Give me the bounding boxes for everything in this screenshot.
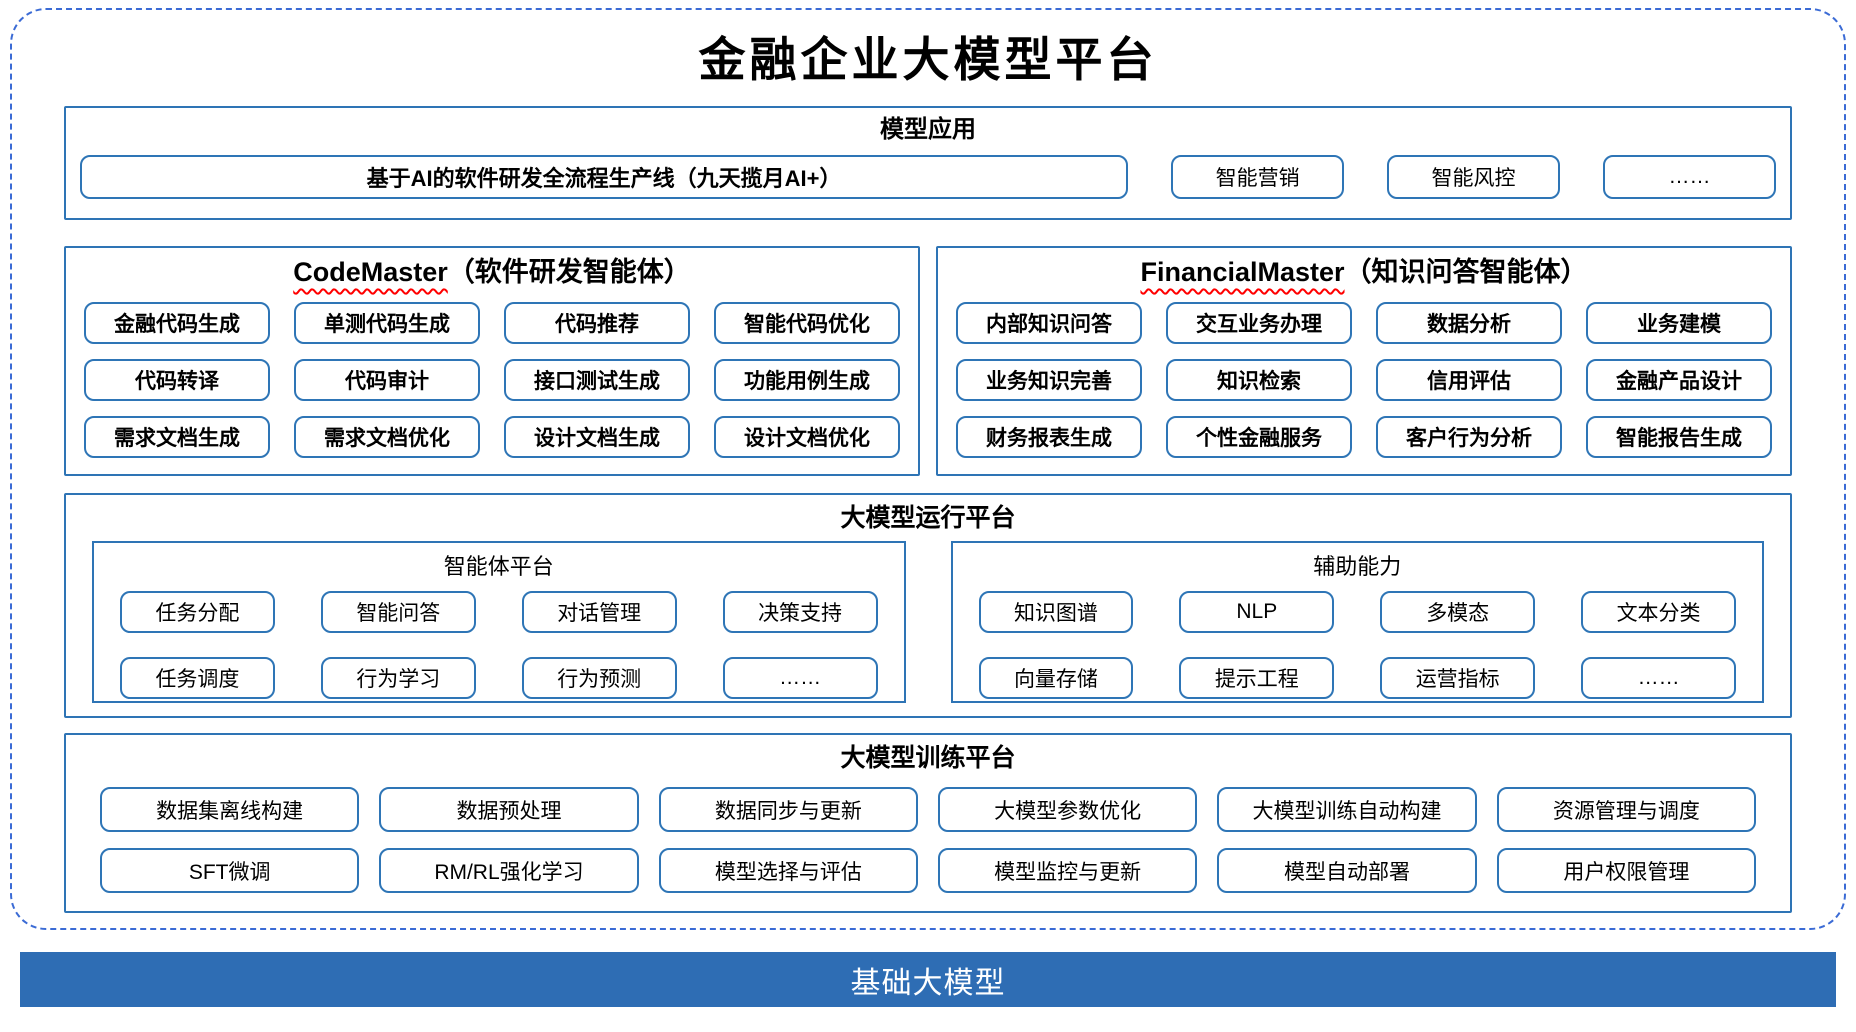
training-box: 模型监控与更新 [938, 848, 1198, 894]
capability-box: 代码推荐 [504, 301, 690, 344]
model-applications-header: 模型应用 [880, 116, 976, 144]
section-runtime-platform: 大模型运行平台 智能体平台 任务分配 智能问答 对话管理 决策支持任务调度 行为学习 行为… [64, 493, 1792, 719]
training-grid: 数据集离线构建数据预处理数据同步与更新大模型参数优化大模型训练自动构建资源管理与… [88, 787, 1768, 894]
runtime-platform-header: 大模型运行平台 [840, 504, 1016, 533]
capability-box: 业务建模 [1586, 301, 1772, 344]
codemaster-title: CodeMaster（软件研发智能体） [78, 248, 906, 290]
feature-box: 对话管理 [521, 591, 677, 634]
training-box: 数据同步与更新 [658, 787, 918, 833]
section-codemaster: CodeMaster（软件研发智能体） 金融代码生成单测代码生成代码推荐智能代码… [64, 246, 920, 477]
training-box: 模型自动部署 [1217, 848, 1477, 894]
capability-box: 财务报表生成 [956, 415, 1142, 458]
training-box: 数据预处理 [379, 787, 639, 833]
foundation-model-bar: 基础大模型 [20, 952, 1836, 1007]
training-platform-header: 大模型训练平台 [840, 744, 1016, 773]
section-model-applications: 模型应用 基于AI的软件研发全流程生产线（九天揽月AI+） 智能营销智能风控 …… [64, 106, 1792, 221]
feature-box: 向量存储 [978, 657, 1134, 700]
training-box: 大模型训练自动构建 [1217, 787, 1477, 833]
application-box: 智能风控 [1387, 154, 1561, 199]
feature-box: 文本分类 [1581, 591, 1736, 634]
agent-platform-title: 智能体平台 [443, 554, 554, 580]
capability-box: 业务知识完善 [956, 358, 1142, 401]
aux-ability-panel: 辅助能力 知识图谱 NLP 多模态 文本分类向量存储 提示工程 运营指标 …… [950, 541, 1764, 704]
training-box: 数据集离线构建 [100, 787, 360, 833]
capability-box: 设计文档生成 [504, 415, 690, 458]
capability-box: 智能报告生成 [1586, 415, 1772, 458]
capability-box: 功能用例生成 [714, 358, 900, 401]
model-applications-row: 基于AI的软件研发全流程生产线（九天揽月AI+） 智能营销智能风控 …… [80, 154, 1776, 199]
feature-box: 任务分配 [120, 591, 275, 634]
feature-box: 运营指标 [1380, 657, 1536, 700]
capability-box: 交互业务办理 [1166, 301, 1352, 344]
agent-platform-grid: 任务分配 智能问答 对话管理 决策支持任务调度 行为学习 行为预测 …… [116, 591, 882, 700]
feature-box: 提示工程 [1179, 657, 1335, 700]
foundation-model-label: 基础大模型 [850, 966, 1006, 1000]
capability-box: 信用评估 [1376, 358, 1562, 401]
capability-box: 金融代码生成 [84, 301, 270, 344]
financialmaster-capabilities-grid: 内部知识问答交互业务办理数据分析业务建模业务知识完善知识检索信用评估金融产品设计… [950, 301, 1778, 458]
feature-box: 决策支持 [722, 591, 878, 634]
capability-box: 接口测试生成 [504, 358, 690, 401]
capability-box: 设计文档优化 [714, 415, 900, 458]
capability-box: 金融产品设计 [1586, 358, 1772, 401]
financialmaster-title-zh: （知识问答智能体） [1344, 257, 1588, 288]
aux-ability-title: 辅助能力 [1313, 554, 1402, 580]
capability-box: 单测代码生成 [294, 301, 480, 344]
training-box: 资源管理与调度 [1496, 787, 1756, 833]
feature-box: …… [1581, 657, 1736, 700]
application-box: …… [1603, 154, 1776, 199]
financialmaster-title: FinancialMaster（知识问答智能体） [950, 248, 1778, 290]
capability-box: 知识检索 [1166, 358, 1352, 401]
page-title: 金融企业大模型平台 [698, 33, 1158, 88]
capability-box: 数据分析 [1376, 301, 1562, 344]
feature-box: 任务调度 [120, 657, 275, 700]
feature-box: 智能问答 [320, 591, 476, 634]
capability-box: 智能代码优化 [714, 301, 900, 344]
capability-box: 代码转译 [84, 358, 270, 401]
aux-ability-grid: 知识图谱 NLP 多模态 文本分类向量存储 提示工程 运营指标 …… [975, 591, 1741, 700]
capability-box: 需求文档生成 [84, 415, 270, 458]
codemaster-title-en: CodeMaster [293, 257, 448, 288]
feature-box: 行为学习 [320, 657, 476, 700]
capability-box: 需求文档优化 [294, 415, 480, 458]
capability-box: 客户行为分析 [1376, 415, 1562, 458]
training-box: 模型选择与评估 [658, 848, 918, 894]
agents-row: CodeMaster（软件研发智能体） 金融代码生成单测代码生成代码推荐智能代码… [64, 246, 1792, 477]
runtime-panels: 智能体平台 任务分配 智能问答 对话管理 决策支持任务调度 行为学习 行为预测 …… 辅助能… [92, 541, 1764, 704]
platform-outer-frame: 金融企业大模型平台 模型应用 基于AI的软件研发全流程生产线（九天揽月AI+） … [10, 8, 1846, 930]
capability-box: 个性金融服务 [1166, 415, 1352, 458]
section-financialmaster: FinancialMaster（知识问答智能体） 内部知识问答交互业务办理数据分… [936, 246, 1792, 477]
training-box: 用户权限管理 [1496, 848, 1756, 894]
application-box: 智能营销 [1171, 154, 1345, 199]
capability-box: 代码审计 [294, 358, 480, 401]
codemaster-title-zh: （软件研发智能体） [447, 257, 691, 288]
feature-box: …… [722, 657, 878, 700]
feature-box: 行为预测 [521, 657, 677, 700]
training-box: SFT微调 [100, 848, 360, 894]
training-box: 大模型参数优化 [938, 787, 1198, 833]
ai-pipeline-box: 基于AI的软件研发全流程生产线（九天揽月AI+） [80, 154, 1129, 199]
feature-box: 知识图谱 [978, 591, 1134, 634]
agent-platform-panel: 智能体平台 任务分配 智能问答 对话管理 决策支持任务调度 行为学习 行为预测 …… [92, 541, 906, 704]
training-box: RM/RL强化学习 [379, 848, 639, 894]
feature-box: NLP [1179, 591, 1335, 634]
codemaster-capabilities-grid: 金融代码生成单测代码生成代码推荐智能代码优化代码转译代码审计接口测试生成功能用例… [78, 301, 906, 458]
feature-box: 多模态 [1380, 591, 1536, 634]
capability-box: 内部知识问答 [956, 301, 1142, 344]
financialmaster-title-en: FinancialMaster [1140, 257, 1345, 288]
section-training-platform: 大模型训练平台 数据集离线构建数据预处理数据同步与更新大模型参数优化大模型训练自… [64, 733, 1792, 914]
